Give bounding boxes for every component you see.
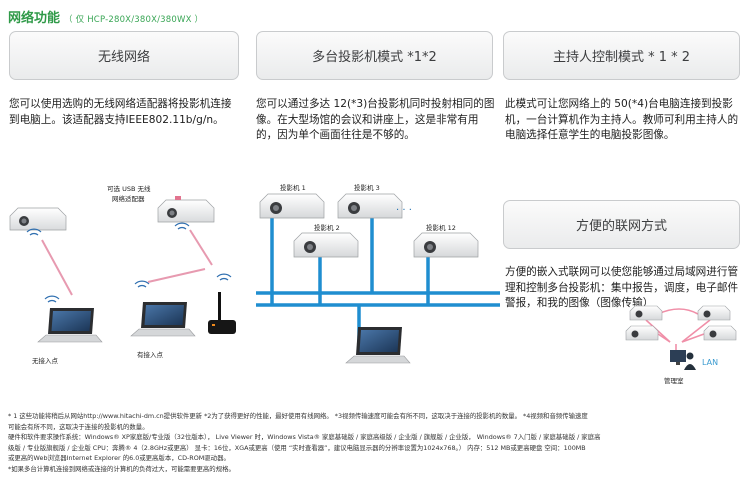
presenter-control-heading: 主持人控制模式 * 1 * 2	[552, 50, 691, 65]
lan-label: LAN	[702, 358, 718, 367]
more-projectors-ellipsis: · · ·	[396, 205, 412, 216]
multi-projector-text: 您可以通过多达 12(*3)台投影机同时投射相同的图像。在大型场馆的会议和讲座上…	[256, 98, 495, 141]
projector-icon	[629, 305, 663, 321]
projector-icon	[703, 325, 737, 341]
projector-2-icon	[293, 232, 359, 258]
adapter-label-line2: 网络适配器	[112, 194, 145, 203]
footnote-line-1: * 1 这些功能将稍后从网站http://www.hitachi-dm.cn提供…	[8, 412, 588, 420]
footnote-line-3: 硬件和软件要求操作系统：Windows® XP家庭版/专业版（32位版本）， L…	[8, 433, 601, 441]
no-access-point-label: 无接入点	[32, 356, 59, 365]
laptop-icon	[37, 308, 103, 343]
footnote-line-4: 级版 / 专业版旗舰版 / 企业版 CPU：奔腾® 4（2.8GHz或更高） 显…	[8, 443, 586, 452]
network-convenience-heading: 方便的联网方式	[575, 219, 667, 234]
projector-12-icon	[413, 232, 479, 258]
network-cable-lines	[256, 218, 500, 350]
section-title: 网络功能（ 仅 HCP-280X/380X/380WX ）	[8, 7, 203, 26]
projector-3-icon	[337, 193, 403, 219]
wireless-network-box: 无线网络	[9, 31, 239, 80]
footnote-line-6: *如果多台计算机连接到网络或连接的计算机的负荷过大，可能需要更高的规格。	[8, 464, 235, 473]
network-convenience-text: 方便的嵌入式联网可以使您能够通过局域网进行管理和控制多台投影机：集中报告，调度，…	[505, 266, 739, 309]
wifi-icon	[44, 295, 60, 303]
adapter-label-line1: 可选 USB 无线	[107, 184, 151, 193]
projector-1-label: 投影机 1	[280, 183, 306, 192]
projector-icon	[9, 207, 67, 231]
multi-projector-diagram: 投影机 1 投影机 3 投影机 2 投影机 12 · · ·	[256, 183, 500, 364]
projector-1-icon	[259, 193, 325, 219]
access-point-icon	[208, 292, 236, 334]
wifi-icon	[26, 228, 42, 236]
lan-diagram: LAN	[625, 305, 737, 370]
laptop-icon	[345, 327, 411, 364]
wireless-links	[41, 229, 213, 296]
footnote-line-2: 可能会有所不同，这取决于连接的投影机的数量。	[8, 422, 149, 431]
projector-icon	[697, 305, 731, 321]
title-text: 网络功能	[8, 11, 61, 26]
wifi-icon	[174, 222, 190, 230]
presenter-control-text: 此模式可让您网络上的 50(*4)台电脑连接到投影机，一台计算机作为主持人。教师…	[505, 98, 739, 141]
wireless-diagram: 可选 USB 无线 网络适配器 无接入点 有接入点	[9, 184, 236, 365]
usb-adapter-icon	[175, 196, 181, 200]
control-room-label: 管理室	[664, 377, 684, 385]
with-access-point-label: 有接入点	[137, 350, 164, 359]
projector-icon	[625, 325, 659, 341]
multi-projector-heading: 多台投影机模式 *1*2	[312, 50, 437, 65]
presenter-control-box: 主持人控制模式 * 1 * 2	[503, 31, 740, 80]
wireless-network-text: 您可以使用选购的无线网络适配器将投影机连接到电脑上。该适配器支持IEEE802.…	[9, 98, 232, 126]
operator-icon	[684, 352, 696, 370]
model-subtitle: （ 仅 HCP-280X/380X/380WX ）	[64, 15, 204, 25]
projector-3-label: 投影机 3	[354, 183, 380, 192]
wifi-icon	[216, 273, 232, 281]
laptop-icon	[130, 302, 196, 337]
wireless-network-heading: 无线网络	[97, 50, 150, 65]
network-convenience-box: 方便的联网方式	[503, 200, 740, 249]
wifi-icon	[134, 280, 150, 288]
control-room-monitor-icon	[670, 350, 686, 365]
footnote-line-5: 或更高的Web浏览器Internet Explorer 的6.0或更高版本，CD…	[8, 454, 230, 462]
projector-2-label: 投影机 2	[314, 223, 340, 232]
multi-projector-box: 多台投影机模式 *1*2	[256, 31, 493, 80]
projector-12-label: 投影机 12	[426, 223, 456, 232]
projector-icon	[157, 199, 215, 223]
